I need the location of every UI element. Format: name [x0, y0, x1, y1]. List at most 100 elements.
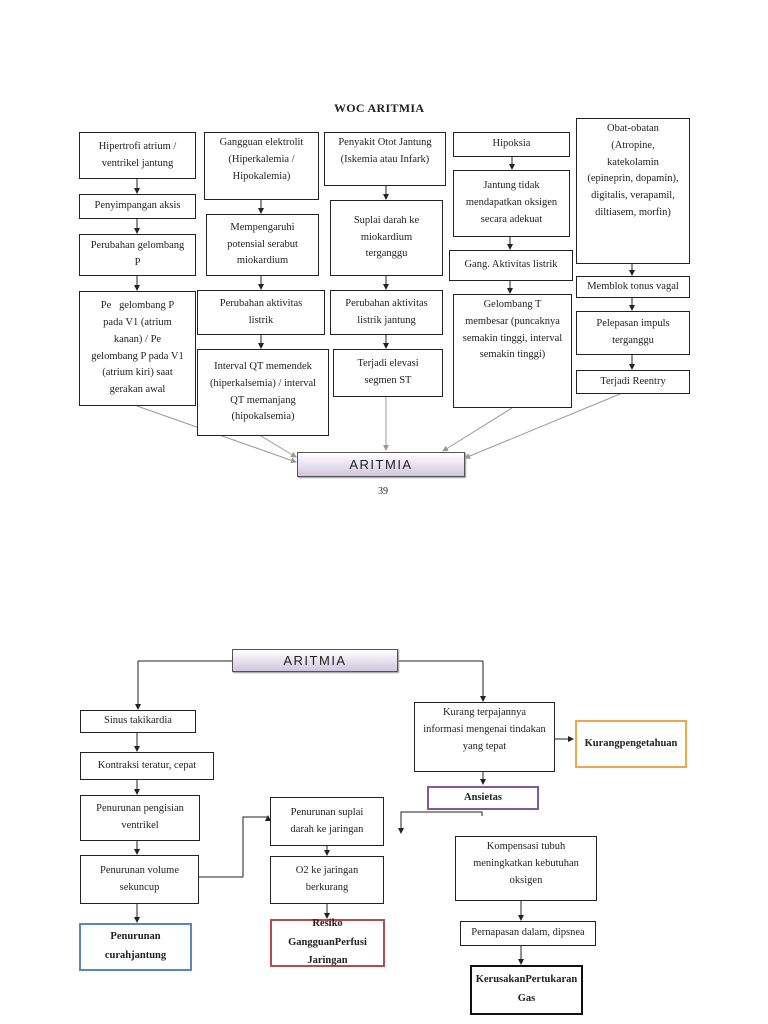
box-penyimpangan-aksis: Penyimpangan aksis [79, 194, 196, 219]
box-potensial-serabut: Mempengaruhi potensial serabut miokardium [206, 214, 319, 276]
text-line: potensial serabut [227, 238, 298, 250]
box-gang-aktivitas-listrik: Gang. Aktivitas listrik [449, 250, 573, 281]
text-line: Pertukaran Gas [517, 974, 578, 1004]
text-line: Terjadi elevasi [357, 358, 419, 370]
text-line: (Atropine, [611, 139, 655, 151]
text-line: O2 ke jaringan [295, 865, 359, 877]
text-line: pengetahuan [619, 737, 678, 749]
text-line: Kerusakan [475, 974, 526, 986]
text-line: mendapatkan oksigen [465, 197, 558, 209]
box-hipoksia: Hipoksia [453, 132, 570, 157]
text-line: ventrikel jantung [101, 157, 174, 169]
text-line: Obat-obatan [607, 123, 659, 134]
text-line: Penurunan curah [104, 931, 161, 961]
box-gangguan-elektrolit: Gangguan elektrolit(Hiperkalemia /Hipoka… [204, 132, 319, 200]
text-line: Perubahan gelombang [90, 240, 185, 252]
text-line: Gang. Aktivitas listrik [464, 259, 558, 271]
box-interval-qt: Interval QT memendek (hiperkalsemia) / in… [197, 349, 329, 436]
text-line: Hipoksia [492, 138, 531, 150]
text-line: membesar (puncaknya [465, 315, 560, 327]
text-line: Kontraksi teratur, cepat [97, 759, 197, 771]
text-line: diltiasem, morfin) [595, 206, 671, 218]
text-line: Kurang [584, 737, 620, 749]
text-line: kanan) / Pe [113, 333, 162, 345]
box-perubahan-aktivitas-listrik-jantung: Perubahan aktivitas listrik jantung [330, 290, 443, 335]
text-line: listrik [248, 314, 274, 326]
text-line: semakin tinggi, interval [462, 332, 563, 344]
text-line: gerakan awal [109, 384, 166, 396]
text-line: Gangguan elektrolit [219, 137, 304, 148]
text-line: Kompensasi tubuh [486, 841, 566, 852]
text-line: Pernapasan dalam, dipsnea [471, 927, 585, 939]
text-line: Sinus takikardia [104, 715, 172, 727]
text-line: ventrikel [121, 820, 159, 831]
text-line: QT memanjang [230, 394, 296, 406]
text-line: (atrium kiri) saat [102, 367, 173, 379]
text-line: Memblok tonus vagal [587, 280, 679, 292]
text-line: semakin tinggi) [479, 349, 546, 361]
text-line: Penyimpangan aksis [94, 200, 181, 212]
box-kompensasi-tubuh: Kompensasi tubuh meningkatkan kebutuhan ok… [455, 836, 597, 901]
box-obat-obatan: Obat-obatan(Atropine,katekolamin(epinepr… [576, 118, 690, 264]
text-line: Interval QT memendek [214, 360, 312, 372]
diagnosis-kerusakan-pertukaran-gas: KerusakanPertukaran Gas [470, 965, 583, 1015]
diagnosis-ansietas: Ansietas [427, 786, 539, 810]
box-hipertrofi: Hipertrofi atrium /ventrikel jantung [79, 132, 196, 179]
box-pernapasan-dalam: Pernapasan dalam, dipsnea [460, 921, 596, 946]
text-line: informasi mengenai tindakan [423, 723, 546, 735]
text-line: (hiperkalsemia) / interval [209, 377, 317, 389]
text-line: listrik jantung [357, 314, 416, 326]
text-line: Resiko Gangguan [288, 917, 343, 948]
aritmia-root-node: ARITMIA [232, 649, 398, 672]
text-line: Ansietas [464, 791, 502, 803]
text-line: Jantung tidak [483, 180, 540, 192]
text-line: Mempengaruhi [230, 221, 295, 233]
box-perubahan-aktivitas-listrik: Perubahan aktivitas listrik [197, 290, 325, 335]
text-line: Terjadi Reentry [600, 375, 666, 387]
box-gelombang-t: Gelombang T membesar (puncaknya semakin ti… [453, 294, 572, 408]
text-line: berkurang [305, 882, 349, 893]
box-jantung-tidak-oksigen: Jantung tidak mendapatkan oksigen secara a… [453, 170, 570, 237]
text-line: Penyakit Otot Jantung [338, 137, 432, 148]
box-kurang-terpajan-informasi: Kurang terpajannya informasi mengenai tin… [414, 702, 555, 772]
text-line: gelombang P pada V1 [91, 350, 184, 362]
text-line: (hipokalsemia) [231, 411, 295, 423]
box-o2-berkurang: O2 ke jaringan berkurang [270, 856, 384, 904]
text-line: (Iskemia atau Infark) [340, 153, 430, 165]
text-line: terganggu [365, 248, 408, 260]
text-line: Penurunan volume [99, 864, 180, 876]
text-line: Hipokalemia) [232, 170, 291, 182]
text-line: P [134, 257, 141, 268]
text-line: Perubahan aktivitas [345, 297, 428, 309]
box-sinus-takikardia: Sinus takikardia [80, 710, 196, 733]
text-line: katekolamin [607, 156, 659, 168]
box-memblok-tonus-vagal: Memblok tonus vagal [576, 276, 690, 298]
text-line: Perubahan aktivitas [219, 297, 303, 309]
box-gelombang-p-v1: Pe gelombang P pada V1 (atrium kanan) / Pe… [79, 291, 196, 406]
text-line: Pe gelombang P [100, 300, 175, 312]
aritmia-center-node: ARITMIA [297, 452, 465, 477]
diagnosis-penurunan-curah-jantung: Penurunan curahjantung [79, 923, 192, 971]
text-line: Gelombang T [483, 299, 542, 310]
text-line: oksigen [509, 874, 543, 886]
text-line: digitalis, verapamil, [591, 190, 675, 202]
text-line: secara adekuat [480, 213, 543, 225]
box-terjadi-reentry: Terjadi Reentry [576, 370, 690, 394]
text-line: pada V1 (atrium [103, 316, 172, 328]
text-line: meningkatkan kebutuhan [473, 857, 579, 869]
page-title: WOC ARITMIA [334, 101, 425, 115]
text-line: Kurang terpajannya [442, 707, 527, 718]
diagnosis-kurang-pengetahuan: Kurangpengetahuan [575, 720, 687, 768]
text-line: jantung [131, 950, 167, 961]
text-line: Perfusi Jaringan [307, 936, 367, 967]
text-line: yang tepat [462, 740, 507, 752]
text-line: darah ke jaringan [290, 823, 364, 835]
diagnosis-resiko-perfusi: Resiko GangguanPerfusi Jaringan [270, 917, 385, 967]
text-line: miokardium [236, 255, 289, 267]
